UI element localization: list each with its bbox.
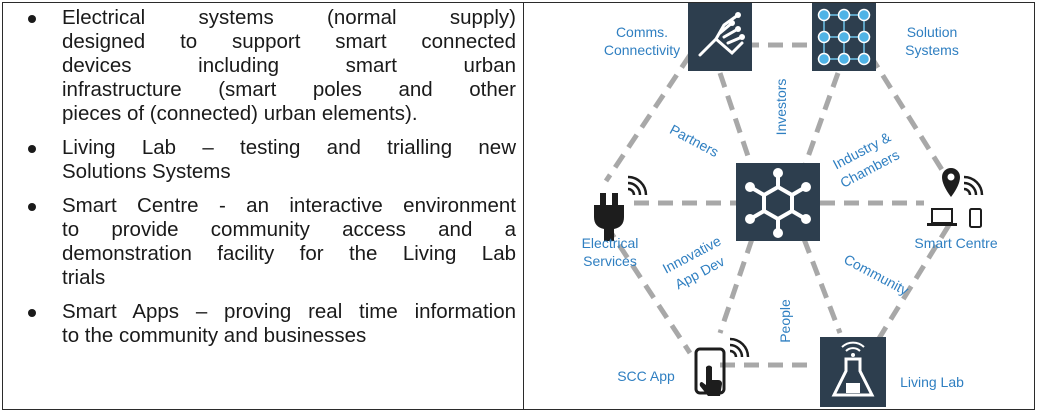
bullet-dot: [28, 203, 36, 211]
node-label-smart-centre: Smart Centre: [914, 235, 997, 251]
connector-line: [603, 53, 693, 183]
bullet-list: Electrical systems (normal supply) desig…: [10, 6, 516, 348]
circuit-hand-icon: [688, 3, 752, 71]
bullet-line: devices including smart urban: [62, 54, 516, 77]
bullet-line: demonstration facility for the Living La…: [62, 242, 516, 265]
edge-label-investors: Investors: [773, 79, 789, 136]
connector-line: [801, 72, 841, 169]
bullet-line: pieces of (connected) urban elements).: [62, 102, 418, 125]
bullet-line: Solutions Systems: [62, 160, 231, 183]
bullet-line: Smart Apps – proving real time informati…: [62, 300, 516, 323]
connector-line: [801, 238, 843, 334]
connector-line: [867, 53, 952, 183]
bullet-line: to the community and businesses: [62, 324, 367, 347]
edge-label-partners: Partners: [667, 121, 721, 160]
edge-label-people: People: [777, 299, 793, 343]
ecosystem-diagram: Comms. Connectivity Solution Systems Ele…: [524, 3, 1034, 409]
edge-label-community: Community: [841, 251, 911, 298]
bullet-dot: [28, 309, 36, 317]
bullet-line: designed to support smart connected: [62, 30, 516, 53]
lab-flask-icon: [820, 337, 886, 407]
node-label-solution: Systems: [905, 42, 959, 58]
diagram-svg: Comms. Connectivity Solution Systems Ele…: [582, 3, 998, 407]
bullet-dot: [28, 145, 36, 153]
bullet-line: Smart Centre - an interactive environmen…: [62, 194, 516, 217]
node-label-solution: Solution: [907, 24, 958, 40]
bullet-item-living-lab: Living Lab – testing and trialling new S…: [10, 136, 516, 184]
bullet-line: Living Lab – testing and trialling new: [62, 136, 516, 159]
node-label-scc-app: SCC App: [617, 368, 675, 384]
solution-grid-icon: [812, 3, 876, 71]
connector-line: [867, 223, 952, 355]
bullet-line: Electrical systems (normal supply): [62, 6, 516, 29]
node-label-living-lab: Living Lab: [900, 374, 964, 390]
node-label-electrical: Electrical: [582, 235, 639, 251]
bullet-line: infrastructure (smart poles and other: [62, 78, 516, 101]
node-label-electrical: Services: [583, 253, 637, 269]
bullet-item-smart-apps: Smart Apps – proving real time informati…: [10, 300, 516, 348]
location-devices-icon: [927, 168, 984, 228]
node-label-comms: Connectivity: [604, 42, 680, 58]
bullet-item-smart-centre: Smart Centre - an interactive environmen…: [10, 194, 516, 290]
phone-touch-icon: [694, 337, 750, 396]
bullet-line: to provide community access and a: [62, 218, 516, 241]
bullet-item-electrical: Electrical systems (normal supply) desig…: [10, 6, 516, 126]
plug-wifi-icon: [594, 175, 648, 241]
column-divider: [523, 2, 524, 410]
hub-network-icon: [736, 163, 820, 241]
bullet-column: Electrical systems (normal supply) desig…: [10, 6, 516, 358]
dashed-connections: [603, 42, 952, 368]
connector-line: [603, 223, 693, 355]
bullet-line: trials: [62, 266, 106, 289]
connector-line: [717, 72, 755, 169]
bullet-dot: [28, 15, 36, 23]
connector-line: [717, 238, 755, 334]
node-label-comms: Comms.: [616, 24, 668, 40]
